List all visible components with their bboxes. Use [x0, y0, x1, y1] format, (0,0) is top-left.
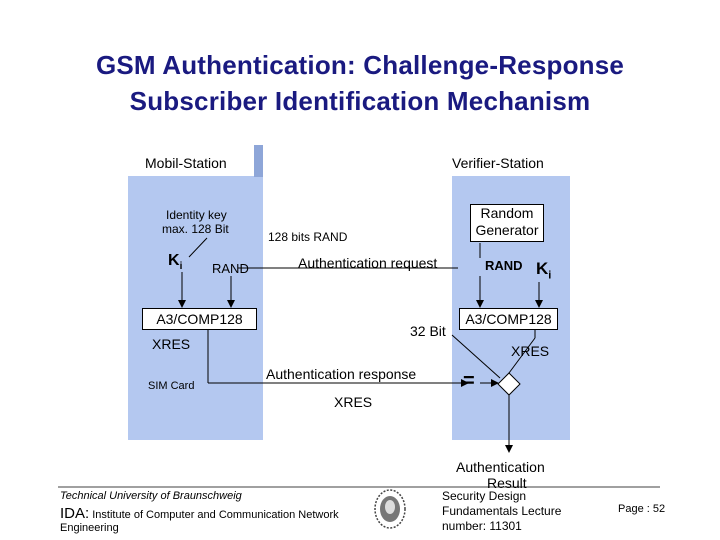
identity-key-size: max. 128 Bit — [162, 222, 229, 236]
rand-bits-label: 128 bits RAND — [268, 230, 348, 244]
title-line-1: GSM Authentication: Challenge-Response — [95, 50, 625, 80]
random-generator-line-1: Random — [480, 205, 534, 221]
page-label: Page : — [618, 503, 650, 515]
verifier-station-label: Verifier-Station — [452, 155, 544, 171]
separator-bar — [254, 145, 263, 177]
random-generator-box: Random Generator — [470, 204, 544, 242]
random-generator-line-2: Generator — [475, 222, 539, 238]
course-line-1: Security Design — [442, 489, 527, 503]
auth-request-label: Authentication request — [298, 255, 438, 271]
xres-bottom-label: XRES — [334, 394, 373, 410]
equals-sign: = — [463, 370, 475, 392]
sim-card-label: SIM Card — [148, 380, 195, 392]
a3-comp128-left-box: A3/COMP128 — [142, 308, 257, 330]
auth-result-line-1: Authentication — [456, 459, 545, 475]
ki-right-label: Ki — [536, 259, 552, 282]
ki-left-label: Ki — [168, 252, 183, 273]
university-seal-icon — [372, 488, 408, 532]
course-line-3: number: 11301 — [442, 519, 522, 533]
footer-ida: IDA: — [60, 505, 90, 522]
course-line-2: Fundamentals Lecture — [442, 504, 562, 518]
auth-response-label: Authentication response — [266, 366, 417, 382]
mobile-station-label: Mobil-Station — [145, 155, 227, 171]
rand-right-label: RAND — [485, 258, 523, 273]
page-indicator: Page : 52 — [618, 503, 665, 515]
footer-ida-rest: Institute of Computer and Communication … — [92, 509, 339, 521]
footer-university: Technical University of Braunschweig — [60, 490, 242, 502]
bits32-label: 32 Bit — [410, 323, 446, 339]
footer-institute: IDA: Institute of Computer and Communica… — [60, 505, 339, 522]
a3-comp128-right-box: A3/COMP128 — [459, 308, 558, 330]
footer-engineering: Engineering — [60, 522, 119, 534]
page-number: 52 — [652, 503, 666, 515]
xres-left-label: XRES — [152, 336, 191, 352]
identity-key-label: Identity key — [166, 208, 227, 222]
xres-right-label: XRES — [511, 343, 550, 359]
title-line-2: Subscriber Identification Mechanism — [129, 86, 591, 116]
auth-result-line-2: Result — [487, 475, 527, 491]
rand-left-label: RAND — [212, 261, 249, 276]
